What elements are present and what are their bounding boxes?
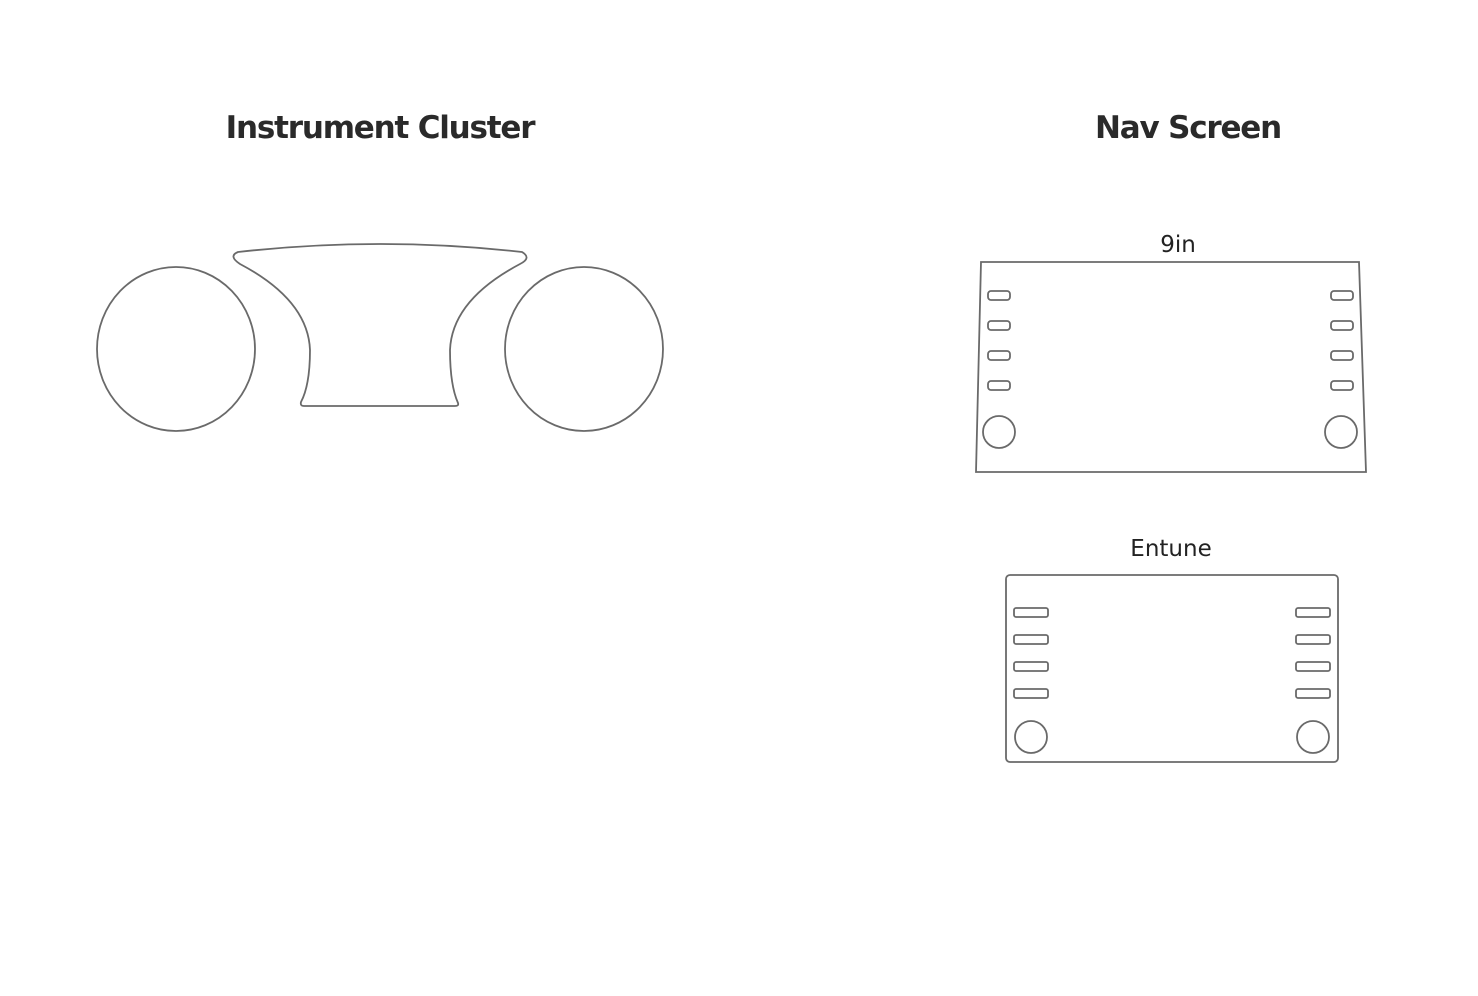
button-outline bbox=[987, 290, 1011, 301]
button-outline bbox=[1295, 607, 1331, 618]
button-outline bbox=[1295, 688, 1331, 699]
button-outline bbox=[1330, 380, 1354, 391]
nav-entune-right-buttons bbox=[1295, 607, 1331, 754]
knob-outline bbox=[1296, 720, 1330, 754]
nav-entune-left-buttons bbox=[1013, 607, 1049, 754]
button-outline bbox=[1013, 688, 1049, 699]
button-outline bbox=[1330, 320, 1354, 331]
button-outline bbox=[1295, 634, 1331, 645]
nav-9in-outline: 9in bbox=[975, 232, 1367, 473]
nav-entune-frame bbox=[1005, 574, 1339, 763]
nav-entune-outline: Entune bbox=[1005, 536, 1339, 763]
button-outline bbox=[1013, 634, 1049, 645]
button-outline bbox=[1330, 350, 1354, 361]
instrument-cluster-title: Instrument Cluster bbox=[226, 110, 537, 146]
knob-outline bbox=[982, 415, 1016, 449]
nav-9in-left-buttons bbox=[982, 290, 1016, 449]
nav-9in-right-buttons bbox=[1324, 290, 1358, 449]
button-outline bbox=[1295, 661, 1331, 672]
instrument-cluster-outline bbox=[96, 243, 664, 432]
button-outline bbox=[987, 380, 1011, 391]
button-outline bbox=[1013, 661, 1049, 672]
right-gauge-outline bbox=[504, 266, 664, 432]
nav-9in-label: 9in bbox=[1160, 232, 1196, 258]
left-gauge-outline bbox=[96, 266, 256, 432]
button-outline bbox=[987, 320, 1011, 331]
nav-entune-label: Entune bbox=[1130, 536, 1211, 562]
nav-screen-title: Nav Screen bbox=[1095, 110, 1281, 146]
button-outline bbox=[1330, 290, 1354, 301]
button-outline bbox=[987, 350, 1011, 361]
button-outline bbox=[1013, 607, 1049, 618]
knob-outline bbox=[1014, 720, 1048, 754]
knob-outline bbox=[1324, 415, 1358, 449]
nav-9in-frame bbox=[975, 261, 1367, 473]
center-display-outline bbox=[232, 243, 528, 407]
